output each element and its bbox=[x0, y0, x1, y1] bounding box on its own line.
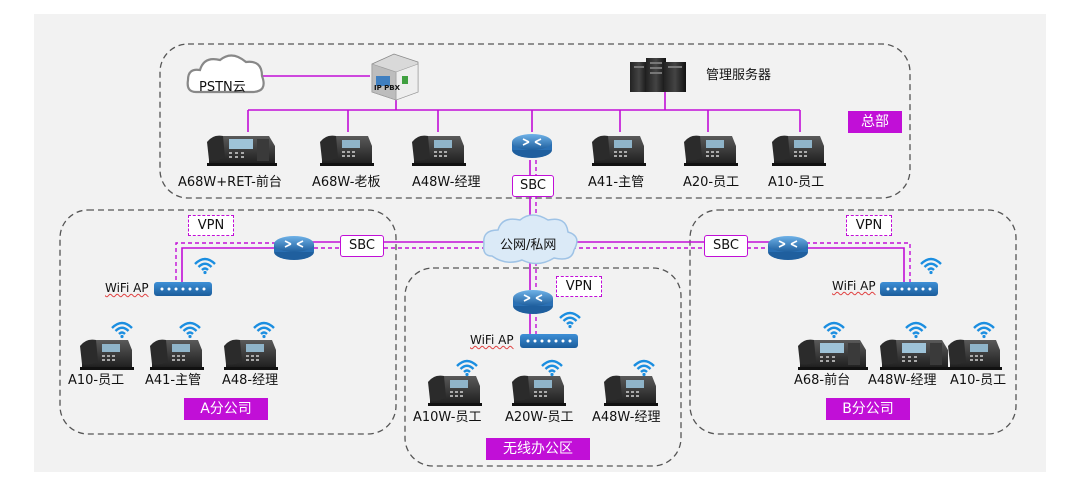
wireless-phone-label-1: A10W-员工 bbox=[413, 410, 482, 425]
pstn-cloud-label: PSTN云 bbox=[199, 80, 246, 95]
hq-phone-icon-3 bbox=[412, 135, 466, 166]
branch-b-phone-icon-1 bbox=[798, 339, 868, 370]
hq-phone-icon-5 bbox=[684, 135, 738, 166]
branch-a-sbc-box: SBC bbox=[340, 235, 384, 257]
branch-a-phone-label-2: A41-主管 bbox=[145, 373, 202, 388]
ip-pbx-label: IP PBX bbox=[374, 84, 401, 92]
hq-phone-icon-4 bbox=[592, 135, 646, 166]
hq-phone-label-5: A20-员工 bbox=[683, 175, 740, 190]
hq-phone-icon-6 bbox=[772, 135, 826, 166]
ip-pbx-icon bbox=[371, 53, 419, 101]
hq-phone-icon-2 bbox=[320, 135, 374, 166]
hq-phone-label-6: A10-员工 bbox=[768, 175, 825, 190]
branch-b-wifi-ap-label: WiFi AP bbox=[832, 279, 876, 293]
branch-a-phone-icon-2 bbox=[150, 339, 204, 370]
branch-a-phone-icon-3 bbox=[224, 339, 278, 370]
wireless-region-border bbox=[404, 267, 682, 467]
branch-a-ap-icon bbox=[154, 282, 212, 296]
branch-b-ap-icon bbox=[880, 282, 938, 296]
branch-b-phone-label-1: A68-前台 bbox=[794, 373, 851, 388]
hq-region-tag: 总部 bbox=[848, 111, 902, 133]
branch-a-region-border bbox=[59, 209, 397, 435]
hq-phone-label-4: A41-主管 bbox=[588, 175, 645, 190]
branch-b-region-tag: B分公司 bbox=[826, 398, 910, 420]
branch-b-phone-icon-2 bbox=[880, 339, 950, 370]
hq-phone-label-3: A48W-经理 bbox=[412, 175, 481, 190]
branch-a-phone-label-1: A10-员工 bbox=[68, 373, 125, 388]
hq-phone-label-1: A68W+RET-前台 bbox=[178, 175, 282, 190]
branch-a-router-icon bbox=[273, 235, 315, 261]
branch-a-region-tag: A分公司 bbox=[184, 398, 268, 420]
hq-phone-icon-1 bbox=[207, 135, 277, 166]
wireless-phone-label-3: A48W-经理 bbox=[592, 410, 661, 425]
branch-b-router-icon bbox=[767, 235, 809, 261]
branch-b-phone-label-2: A48W-经理 bbox=[868, 373, 937, 388]
branch-a-wifi-ap-label: WiFi AP bbox=[105, 281, 149, 295]
branch-b-phone-label-3: A10-员工 bbox=[950, 373, 1007, 388]
management-server-icon bbox=[630, 58, 686, 92]
branch-a-phone-label-3: A48-经理 bbox=[222, 373, 279, 388]
wireless-region-tag: 无线办公区 bbox=[486, 438, 590, 460]
branch-a-phone-icon-1 bbox=[80, 339, 134, 370]
wireless-phone-label-2: A20W-员工 bbox=[505, 410, 574, 425]
wireless-ap-icon bbox=[520, 334, 578, 348]
branch-b-vpn-box: VPN bbox=[846, 215, 892, 236]
hq-phone-label-2: A68W-老板 bbox=[312, 175, 381, 190]
branch-b-region-border bbox=[689, 209, 1017, 435]
wireless-phone-icon-2 bbox=[512, 375, 566, 406]
hq-router-icon bbox=[511, 133, 553, 159]
wireless-vpn-box: VPN bbox=[556, 276, 602, 297]
management-server-label: 管理服务器 bbox=[706, 68, 772, 83]
hq-sbc-box: SBC bbox=[512, 175, 554, 197]
pstn-cloud-icon bbox=[186, 54, 265, 94]
wireless-phone-icon-3 bbox=[604, 375, 658, 406]
network-cloud-label: 公网/私网 bbox=[500, 238, 557, 253]
hq-connections bbox=[247, 75, 801, 132]
network-cloud-icon bbox=[482, 214, 578, 265]
branch-b-phone-icon-3 bbox=[948, 339, 1002, 370]
wireless-phone-icon-1 bbox=[428, 375, 482, 406]
wireless-wifi-ap-label: WiFi AP bbox=[470, 333, 514, 347]
wireless-router-icon bbox=[512, 289, 554, 315]
branch-b-sbc-box: SBC bbox=[704, 235, 748, 257]
branch-a-vpn-box: VPN bbox=[188, 215, 234, 236]
